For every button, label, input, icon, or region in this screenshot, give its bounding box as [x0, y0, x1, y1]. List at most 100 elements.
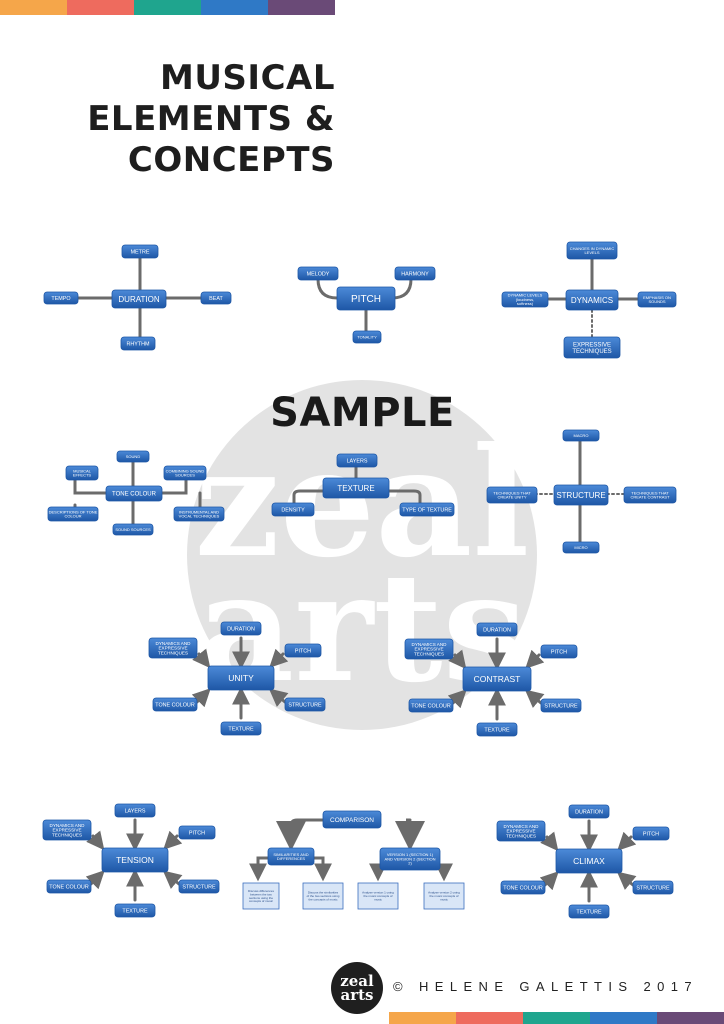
node-label-line: TONE COLOUR [411, 703, 451, 709]
node-texture-center: TEXTURE [322, 477, 390, 499]
stripe-blue [201, 0, 268, 15]
stripe-orange-bottom [389, 1012, 456, 1024]
node-box [394, 266, 436, 281]
node-contrast-duration: DURATION [476, 622, 518, 637]
node-label-line: METRE [131, 249, 150, 255]
node-texture-layers: LAYERS [336, 453, 378, 468]
node-label-line: DIFFERENCES [277, 856, 306, 861]
node-label: TEXTURE [576, 909, 602, 915]
connector-line [249, 856, 272, 882]
node-box [112, 523, 154, 536]
top-color-stripe [0, 0, 335, 15]
node-structure-micro: MICRO [562, 541, 600, 554]
note-text-line: of the two sections using [307, 894, 340, 898]
title-line-2: ELEMENTS & [87, 99, 335, 139]
sample-watermark-text: SAMPLE [270, 390, 455, 436]
node-label-line: TONE COLOUR [503, 885, 543, 891]
node-box [637, 291, 677, 308]
connector-line [162, 870, 183, 889]
node-box [297, 266, 339, 281]
node-label-line: SOUNDS [648, 299, 665, 304]
node-box [65, 465, 99, 481]
node-tone-colour-center: TONE COLOUR [105, 485, 163, 502]
node-label-line: VERSION 1 (SECTION 1) [387, 852, 434, 857]
node-label-line: AND VERSION 2 (SECTION [384, 856, 435, 861]
node-pitch-melody: MELODY [297, 266, 339, 281]
node-label: DYNAMICS [571, 296, 613, 305]
node-label: TEMPO [51, 296, 70, 302]
node-label-line: LAYERS [347, 458, 368, 464]
node-label: TONALITY [357, 334, 377, 339]
connector-line [85, 870, 105, 890]
node-label: PITCH [551, 649, 567, 655]
node-label-line: STRUCTURE [556, 491, 605, 500]
connector-line [448, 649, 467, 670]
node-label-line: TEXTURE [122, 908, 148, 914]
node-box [121, 244, 159, 259]
node-unity-texture: TEXTURE [220, 721, 262, 736]
node-box [322, 477, 390, 499]
node-climax-texture: TEXTURE [568, 904, 610, 919]
node-label-line: UNITY [228, 673, 254, 683]
node-box [562, 429, 600, 442]
node-label-line: TEXTURE [484, 727, 510, 733]
node-tension-texture: TEXTURE [114, 903, 156, 918]
node-climax-duration: DURATION [568, 804, 610, 819]
node-label-line: SOURCES [175, 473, 195, 478]
node-box [336, 286, 396, 311]
node-dynamics-levels: DYNAMIC LEVELS(loudness,softness) [501, 291, 549, 308]
node-box [404, 638, 454, 660]
node-label-line: STRUCTURE [288, 702, 322, 708]
node-box [178, 825, 216, 840]
node-duration-tempo: TEMPO [43, 291, 79, 305]
note-box [242, 882, 280, 910]
connector-line [539, 871, 559, 891]
stripe-coral-bottom [456, 1012, 523, 1024]
node-contrast-texture: TEXTURE [476, 722, 518, 737]
node-label-line: EXPRESSIVE [573, 343, 611, 349]
note-box [357, 882, 399, 910]
node-label-line: TECHNIQUES [414, 651, 444, 656]
node-label-line: TENSION [116, 855, 154, 865]
node-label: CONTRAST [474, 674, 521, 684]
title-line-1: MUSICAL [159, 58, 335, 98]
node-label-line: EXPRESSIVE [506, 829, 535, 834]
node-label: TENSION [116, 855, 154, 865]
node-dynamics-center: DYNAMICS [565, 289, 619, 311]
note-text-line: concepts of music [249, 899, 274, 903]
note-text-line: the concepts of music [308, 898, 338, 902]
node-pitch-tonality: TONALITY [352, 330, 382, 344]
node-label-line: 2) [408, 861, 412, 866]
node-label: BEAT [209, 296, 223, 302]
node-label-line: EXPRESSIVE [52, 828, 81, 833]
title-line-3: CONCEPTS [127, 140, 335, 180]
node-label-line: TECHNIQUES [52, 832, 82, 837]
node-box [114, 803, 156, 818]
stripe-coral [67, 0, 134, 15]
node-box [562, 541, 600, 554]
node-label-line: EXPRESSIVE [158, 646, 187, 651]
node-label: MICRO [574, 545, 587, 550]
node-label: TYPE OF TEXTURE [402, 507, 452, 513]
node-box [46, 879, 92, 894]
node-label: DYNAMIC LEVELS(loudness,softness) [508, 293, 543, 306]
node-duration-metre: METRE [121, 244, 159, 259]
node-tone-colour-sound-sources: SOUND SOURCES [112, 523, 154, 536]
node-contrast-center: CONTRAST [462, 666, 532, 692]
node-duration-beat: BEAT [200, 291, 232, 305]
node-label-line: STRUCTURE [182, 884, 216, 890]
node-label-line: TECHNIQUES THAT [493, 490, 531, 495]
node-label: DURATION [227, 626, 255, 632]
node-label: DENSITY [281, 507, 305, 513]
node-box [267, 847, 315, 866]
note-text-line: Discuss the similarities [308, 891, 339, 895]
node-box [379, 847, 441, 871]
